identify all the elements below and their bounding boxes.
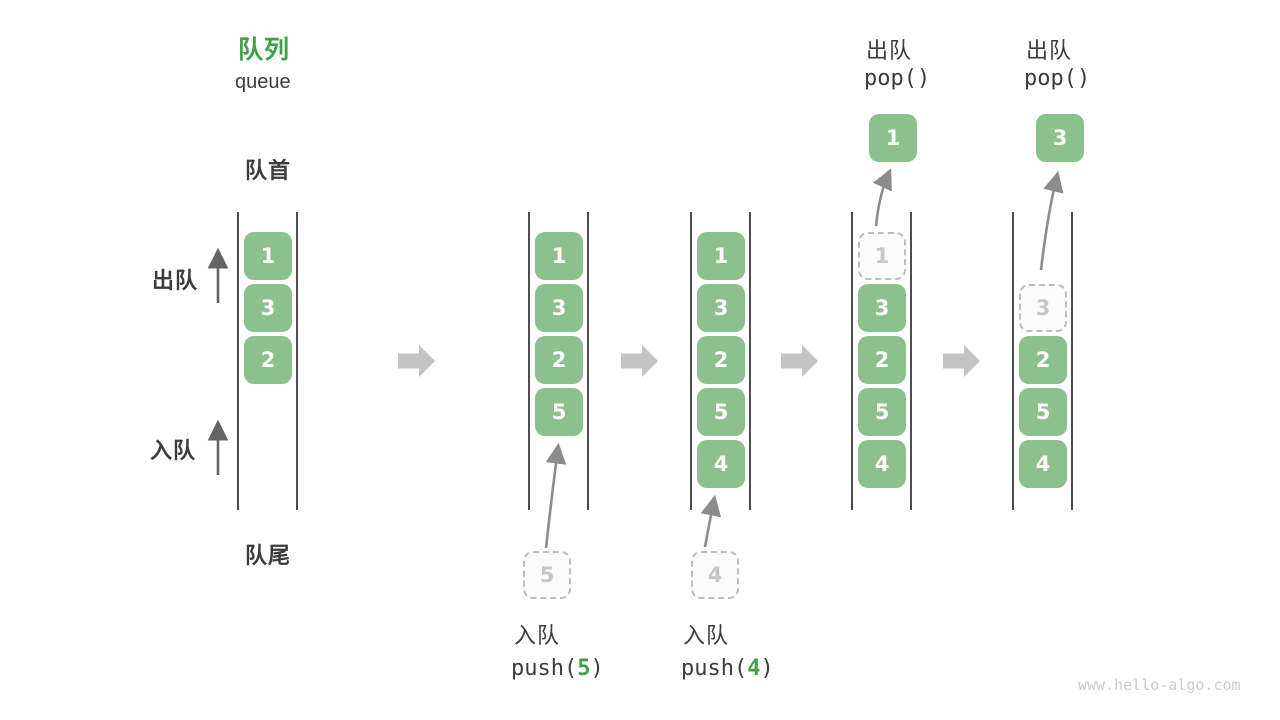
queue-element: 4	[858, 440, 906, 488]
queue-element: 1	[535, 232, 583, 280]
container-wall	[296, 212, 298, 510]
container-wall	[690, 212, 692, 510]
code-text: )	[760, 656, 774, 681]
watermark: www.hello-algo.com	[1078, 676, 1241, 694]
queue-element: 2	[697, 336, 745, 384]
enqueue-op-code: push(5)	[511, 656, 604, 681]
container-wall	[1071, 212, 1073, 510]
enqueue-op-label: 入队	[683, 623, 730, 648]
transition-arrow-icon	[398, 345, 435, 377]
queue-element: 1	[244, 232, 292, 280]
code-text: push(	[681, 656, 748, 681]
enqueue-op-code: push(4)	[681, 656, 774, 681]
popped-element: 1	[869, 114, 917, 162]
queue-element: 2	[858, 336, 906, 384]
container-wall	[851, 212, 853, 510]
queue-element: 3	[697, 284, 745, 332]
dequeue-ghost-element: 1	[858, 232, 906, 280]
container-wall	[528, 212, 530, 510]
push4-arrow-icon	[700, 494, 722, 548]
transition-arrow-icon	[943, 345, 980, 377]
code-arg: 4	[747, 656, 761, 681]
queue-element: 1	[697, 232, 745, 280]
queue-element: 3	[244, 284, 292, 332]
queue-element: 5	[535, 388, 583, 436]
container-wall	[587, 212, 589, 510]
dequeue-op-label: 出队	[1026, 38, 1073, 63]
dequeue-ghost-element: 3	[1019, 284, 1067, 332]
enqueue-ghost-element: 4	[691, 551, 739, 599]
popped-element: 3	[1036, 114, 1084, 162]
container-wall	[1012, 212, 1014, 510]
queue-front-label: 队首	[245, 158, 292, 183]
enqueue-side-label: 入队	[150, 438, 197, 463]
queue-element: 3	[535, 284, 583, 332]
container-wall	[749, 212, 751, 510]
dequeue-op-label: 出队	[866, 38, 913, 63]
queue-element: 2	[535, 336, 583, 384]
push5-arrow-icon	[544, 442, 567, 549]
queue-element: 2	[1019, 336, 1067, 384]
dequeue-side-label: 出队	[152, 268, 199, 293]
enqueue-ghost-element: 5	[523, 551, 571, 599]
diagram-title-zh: 队列	[238, 36, 291, 64]
enqueue-op-label: 入队	[514, 623, 561, 648]
code-text: )	[590, 656, 604, 681]
queue-element: 5	[1019, 388, 1067, 436]
container-wall	[910, 212, 912, 510]
transition-arrow-icon	[781, 345, 818, 377]
queue-element: 4	[697, 440, 745, 488]
pop1-arrow-icon	[872, 168, 892, 227]
code-arg: 5	[577, 656, 591, 681]
queue-element: 2	[244, 336, 292, 384]
container-wall	[237, 212, 239, 510]
dequeue-op-code: pop()	[1024, 66, 1091, 91]
pop3-arrow-icon	[1039, 170, 1064, 271]
transition-arrow-icon	[621, 345, 658, 377]
diagram-title-en: queue	[235, 71, 291, 93]
queue-element: 5	[858, 388, 906, 436]
queue-rear-label: 队尾	[245, 543, 292, 568]
dequeue-op-code: pop()	[864, 66, 931, 91]
queue-element: 4	[1019, 440, 1067, 488]
queue-element: 5	[697, 388, 745, 436]
queue-element: 3	[858, 284, 906, 332]
code-text: push(	[511, 656, 578, 681]
